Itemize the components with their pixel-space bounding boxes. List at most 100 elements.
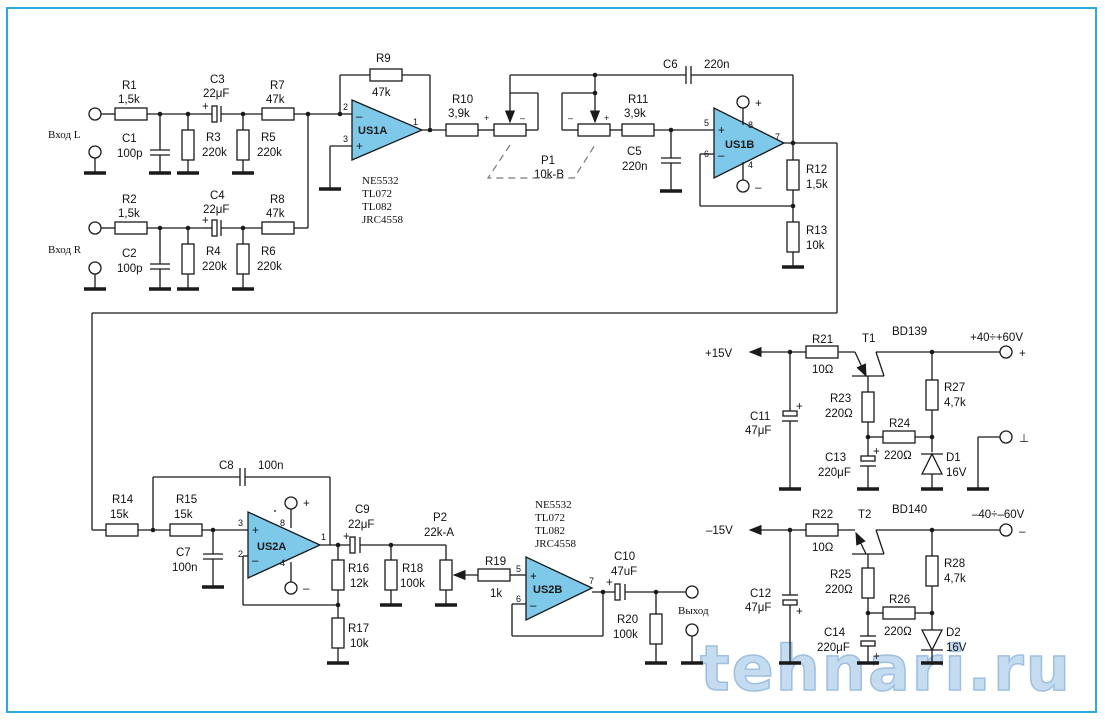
- component-label: +: [202, 101, 209, 113]
- component-label: 1,5k: [806, 179, 828, 191]
- component-label: 10Ω: [812, 542, 834, 554]
- terminal-icon: [736, 179, 750, 193]
- component-label: +: [1019, 348, 1026, 360]
- component-label: 100p: [117, 263, 143, 275]
- component-label: C7: [176, 547, 191, 559]
- resistor-R28: [925, 555, 939, 587]
- component-label: C14: [824, 627, 846, 639]
- component-label: 220n: [704, 59, 730, 71]
- input-left-ground-terminal[interactable]: [88, 145, 102, 159]
- component-label: 8: [748, 120, 753, 130]
- input-right-ground-terminal[interactable]: [88, 261, 102, 275]
- component-label: 47μF: [745, 602, 771, 614]
- schematic-symbol: [614, 583, 621, 601]
- pos-rail-label: +15V: [705, 348, 733, 360]
- component-label: 47uF: [611, 566, 637, 578]
- resistor-R23: [861, 391, 875, 423]
- ganged-link: [486, 144, 596, 179]
- schematic-symbol: [782, 599, 798, 606]
- component-label: R9: [376, 53, 391, 65]
- schematic-symbol: [920, 629, 944, 652]
- schematic-symbol: [211, 219, 218, 237]
- component-label: T2: [858, 509, 871, 521]
- component-label: 8: [280, 518, 285, 528]
- component-label: R16: [348, 563, 369, 575]
- component-label: 1,5k: [118, 208, 140, 220]
- component-label: 3,9k: [448, 108, 470, 120]
- component-label: –: [568, 113, 573, 123]
- component-label: C9: [355, 504, 370, 516]
- component-label: –: [718, 150, 725, 162]
- resistor-R26: [882, 606, 916, 620]
- component-label: 220μF: [818, 467, 851, 479]
- component-label: 220n: [622, 161, 648, 173]
- ground-input-terminal[interactable]: [999, 430, 1013, 444]
- wire: [875, 351, 885, 377]
- component-label: 3: [238, 518, 243, 528]
- terminal-icon: [284, 581, 298, 595]
- component-label: R28: [944, 558, 965, 570]
- component-label: R17: [348, 623, 369, 635]
- component-label: 1k: [490, 588, 502, 600]
- resistor-R5: [236, 129, 250, 161]
- component-label: C6: [663, 59, 678, 71]
- pos-input-terminal[interactable]: [999, 345, 1013, 359]
- component-label: BD139: [892, 326, 927, 338]
- component-label: +: [252, 525, 259, 537]
- resistor-R20: [649, 613, 663, 645]
- component-label: 220Ω: [825, 584, 853, 596]
- component-label: R23: [830, 393, 851, 405]
- component-label: C8: [219, 460, 234, 472]
- opamp-triangle: [247, 510, 322, 580]
- component-label: +: [796, 606, 803, 618]
- output-label: Выход: [678, 605, 709, 617]
- component-label: TL082: [535, 525, 565, 537]
- component-label: +: [755, 98, 762, 110]
- input-left-terminal[interactable]: [88, 107, 102, 121]
- output-terminal[interactable]: [685, 585, 699, 599]
- component-label: C13: [825, 452, 846, 464]
- component-label: C1: [122, 133, 137, 145]
- component-label: 16V: [946, 467, 967, 479]
- junction-dot: [600, 589, 606, 595]
- component-label: R14: [112, 494, 134, 506]
- resistor-R4: [181, 243, 195, 275]
- resistor-R25: [861, 567, 875, 599]
- component-label: C12: [750, 588, 771, 600]
- component-label: R11: [628, 94, 648, 106]
- component-label: 220μF: [817, 642, 850, 654]
- component-label: +: [873, 446, 880, 458]
- junction-dot: [929, 434, 935, 440]
- component-label: +: [530, 571, 537, 583]
- component-label: +: [356, 141, 363, 153]
- component-label: 4,7k: [944, 397, 966, 409]
- component-label: 220Ω: [825, 408, 853, 420]
- output-ground-terminal[interactable]: [685, 623, 699, 637]
- component-label: +: [303, 498, 310, 510]
- input-right-terminal[interactable]: [88, 221, 102, 235]
- neg-input-terminal[interactable]: [999, 523, 1013, 537]
- resistor-R15: [169, 523, 203, 537]
- component-label: 100n: [172, 562, 198, 574]
- opamp-US2B: R19 1k US2B + – 5 6 7 NE5532 TL072 TL082…: [477, 499, 709, 665]
- component-label: 10k: [806, 240, 825, 252]
- positive-supply: +15V + C11 47μF R21 10Ω T1 BD139 R23 220…: [705, 326, 1029, 491]
- schematic-symbol: [920, 452, 944, 475]
- resistor-R10: [445, 123, 479, 137]
- component-label: +: [202, 215, 209, 227]
- component-label: ⊥: [1019, 433, 1029, 445]
- component-label: 22μF: [203, 88, 229, 100]
- component-label: US1A: [358, 125, 387, 137]
- component-label: 5: [516, 564, 521, 574]
- component-label: R2: [122, 194, 137, 206]
- component-label: R8: [270, 194, 285, 206]
- resistor-R27: [925, 379, 939, 411]
- wire: [854, 351, 867, 378]
- component-label: 5: [704, 118, 709, 128]
- component-label: 16V: [946, 642, 967, 654]
- resistor-R9: [369, 68, 403, 82]
- component-label: R7: [270, 80, 285, 92]
- wire: [875, 529, 885, 555]
- component-label: +: [484, 113, 489, 123]
- component-label: C4: [210, 190, 225, 202]
